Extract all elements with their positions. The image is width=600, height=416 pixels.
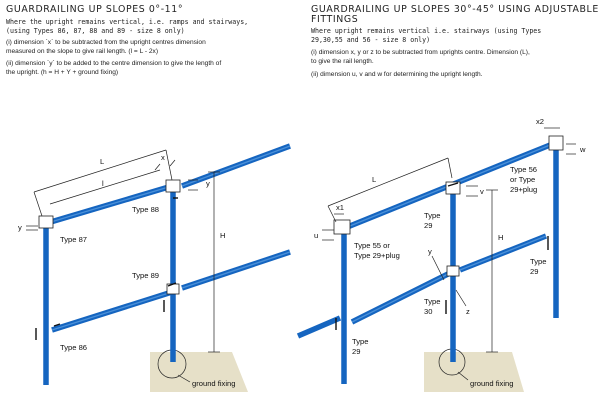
right-dim-L-line xyxy=(327,157,449,207)
right-note-2: (ii) dimension u, v and w for determinin… xyxy=(311,71,483,78)
left-mid-rail-highlight xyxy=(51,291,173,331)
right-diagram: L x1 x2 u v w y z H Type 56 or Type 29+p… xyxy=(296,117,586,392)
left-dim-x-tick-b xyxy=(169,159,176,167)
right-label-type29b-line1: Type xyxy=(352,337,368,346)
right-label-x1: x1 xyxy=(336,203,344,212)
left-label-type87: Type 87 xyxy=(60,235,87,244)
right-label-type30-line2: 30 xyxy=(424,307,432,316)
right-label-type29c-line2: 29 xyxy=(530,267,538,276)
left-dim-L-line xyxy=(33,149,167,193)
right-label-type55-line1: Type 55 or xyxy=(354,241,390,250)
left-fitting-type87 xyxy=(38,215,54,229)
left-note-2a: (ii) dimension `y` to be added to the ce… xyxy=(6,60,222,67)
left-note-1b: measured on the slope to give rail lengt… xyxy=(6,48,159,55)
left-top-rail-next-highlight xyxy=(181,145,291,187)
left-label-y1: y xyxy=(18,223,22,232)
right-label-type29a-line2: 29 xyxy=(424,221,432,230)
right-label-z: z xyxy=(466,307,470,316)
right-label-x2: x2 xyxy=(536,117,544,126)
left-label-ground: ground fixing xyxy=(192,379,235,388)
right-title-2: FITTINGS xyxy=(311,14,359,25)
right-label-type29a-line1: Type xyxy=(424,211,440,220)
right-note-1a: (i) dimension x, y or z to be subtracted… xyxy=(311,49,530,56)
right-label-H: H xyxy=(498,233,503,242)
right-label-type56-line1: Type 56 xyxy=(510,165,537,174)
right-label-L: L xyxy=(372,175,376,184)
left-label-l: l xyxy=(102,179,104,188)
left-label-x: x xyxy=(161,153,165,162)
right-label-y: y xyxy=(428,247,432,256)
left-top-rail-highlight xyxy=(43,185,173,225)
right-mid-rail-2-highlight xyxy=(459,235,547,271)
right-mid-rail-stub xyxy=(296,315,342,339)
right-joint-mark-4 xyxy=(447,182,459,187)
right-lead-2: 29,30,55 and 56 - size 8 only) xyxy=(311,36,431,44)
right-dim-z xyxy=(455,289,467,307)
right-mid-rail-1-highlight xyxy=(351,271,453,323)
left-mid-rail-next-highlight xyxy=(181,251,291,289)
left-note-1a: (i) dimension `x` to be subtracted from … xyxy=(6,39,206,46)
left-ground-leader xyxy=(177,374,191,383)
right-ground-leader xyxy=(457,371,469,381)
right-title-1: GUARDRAILING UP SLOPES 30°-45° USING ADJ… xyxy=(311,4,599,15)
left-fitting-type88 xyxy=(165,179,181,193)
right-dim-L-tick-a xyxy=(327,205,337,223)
right-label-w: w xyxy=(579,145,586,154)
right-label-type56-line3: 29+plug xyxy=(510,185,537,194)
right-label-u: u xyxy=(314,231,318,240)
right-dim-y xyxy=(431,255,445,281)
right-dim-L-tick-b xyxy=(447,157,453,179)
right-label-type29b-line2: 29 xyxy=(352,347,360,356)
left-label-H: H xyxy=(220,231,225,240)
left-note-2b: the upright. (h = H + Y + ground fixing) xyxy=(6,69,119,76)
right-fitting-type56 xyxy=(548,135,564,151)
right-fitting-type55 xyxy=(333,219,351,235)
right-label-type56-line2: or Type xyxy=(510,175,535,184)
left-label-type88: Type 88 xyxy=(132,205,159,214)
right-note-1b: to give the rail length. xyxy=(311,58,374,65)
left-joint-mark-3 xyxy=(53,323,61,327)
right-fitting-type30 xyxy=(446,265,460,277)
right-label-type29c-line1: Type xyxy=(530,257,546,266)
right-ground-area xyxy=(424,352,524,392)
left-dim-l-line xyxy=(49,169,161,205)
left-label-type89: Type 89 xyxy=(132,271,159,280)
left-label-y2: y xyxy=(206,179,210,188)
right-label-ground: ground fixing xyxy=(470,379,513,388)
left-dim-x-tick-a xyxy=(154,163,161,171)
left-dim-L-tick-b xyxy=(165,149,173,181)
right-label-type55-line2: Type 29+plug xyxy=(354,251,400,260)
left-joint-mark-2 xyxy=(167,282,177,287)
left-lead-2: (using Types 86, 87, 88 and 89 - size 8 … xyxy=(6,27,185,35)
left-label-type86: Type 86 xyxy=(60,343,87,352)
right-lead-1: Where upright remains vertical i.e. stai… xyxy=(311,27,542,35)
right-label-v: v xyxy=(480,187,484,196)
left-title: GUARDRAILING UP SLOPES 0°-11° xyxy=(6,4,184,15)
left-lead-1: Where the upright remains vertical, i.e.… xyxy=(6,18,249,26)
left-label-L: L xyxy=(100,157,104,166)
right-label-type30-line1: Type xyxy=(424,297,440,306)
left-dim-L-tick-a xyxy=(33,191,43,217)
left-diagram: L l x y y H Type 87 Type 88 Type 89 Type… xyxy=(18,143,291,392)
